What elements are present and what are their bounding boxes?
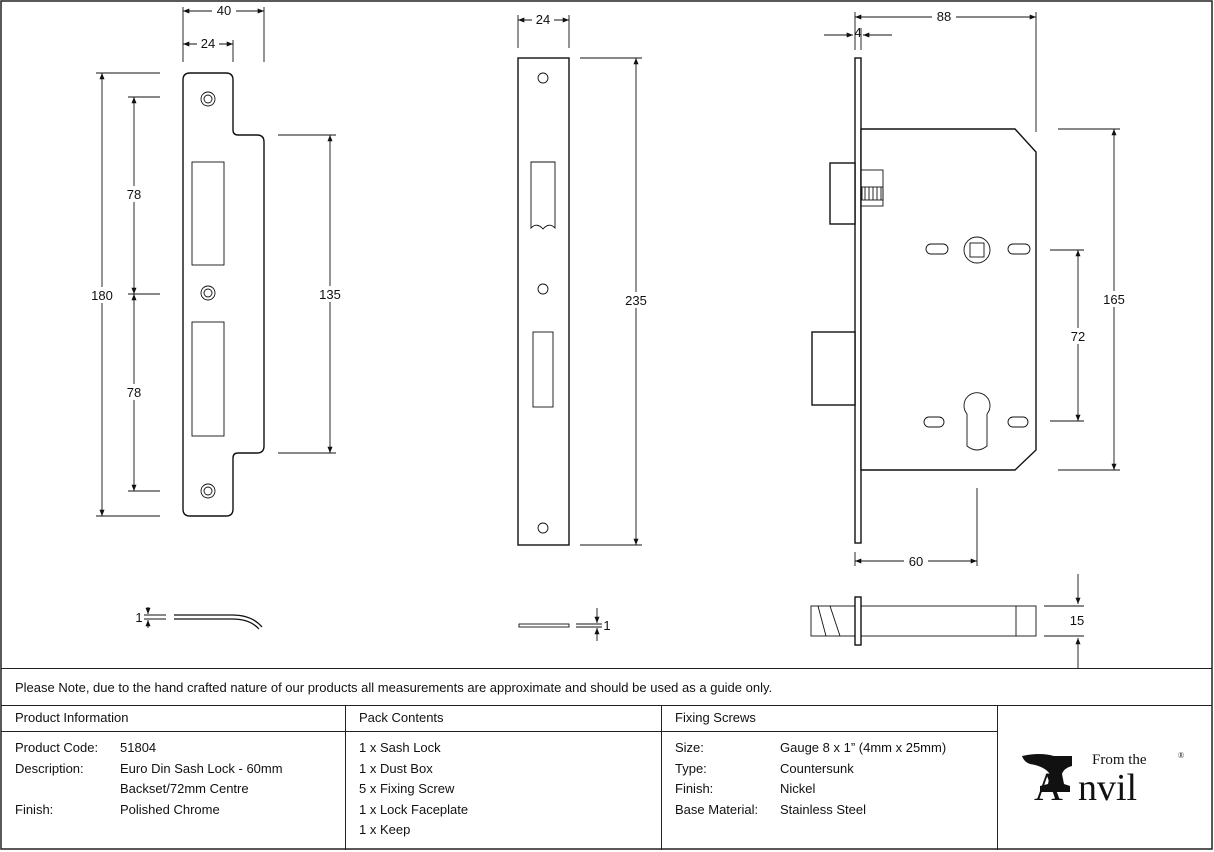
logo-main-text: nvil: [1078, 767, 1137, 804]
lock-dimensions: 88 4 165 72 60 15: [824, 9, 1128, 668]
lock-centre-label: 72: [1071, 329, 1085, 344]
faceplate-drawing: [517, 57, 570, 628]
faceplate-thickness-label: 1: [603, 618, 610, 633]
product-code-value: 51804: [120, 740, 157, 755]
fixing-screws-heading: Fixing Screws: [675, 710, 756, 725]
table-divider-3: [997, 705, 998, 850]
keep-upper-label: 78: [127, 187, 141, 202]
screw-finish-value: Nickel: [780, 781, 816, 796]
description-value-line1: Euro Din Sash Lock - 60mm: [120, 761, 283, 776]
logo-initial: A: [1034, 764, 1063, 804]
pack-item: 1 x Dust Box: [359, 761, 433, 776]
screw-size-value: Gauge 8 x 1” (4mm x 25mm): [780, 740, 947, 755]
pack-item: 5 x Fixing Screw: [359, 781, 455, 796]
keep-thickness-label: 1: [135, 610, 142, 625]
lock-depth-label: 88: [937, 9, 951, 24]
faceplate-dimensions: 24 235 1: [517, 12, 650, 641]
lock-plate-label: 4: [854, 25, 861, 40]
description-value-line2: Backset/72mm Centre: [120, 781, 249, 796]
screw-type-label: Type:: [675, 761, 707, 776]
table-divider-1: [345, 705, 346, 850]
description-label: Description:: [15, 761, 84, 776]
anvil-icon: [1022, 754, 1072, 792]
anvil-logo: A From the nvil ®: [1022, 751, 1184, 804]
faceplate-width-label: 24: [536, 12, 550, 27]
keep-width-total-label: 40: [217, 3, 231, 18]
screw-material-value: Stainless Steel: [780, 802, 866, 817]
pack-item: 1 x Keep: [359, 822, 411, 837]
table-note-rule: [1, 705, 1212, 706]
keep-drawing: [174, 72, 265, 630]
screw-size-label: Size:: [675, 740, 704, 755]
lock-body-drawing: [810, 57, 1037, 646]
keep-strike-label: 135: [319, 287, 341, 302]
keep-width-label: 24: [201, 36, 215, 51]
faceplate-height-label: 235: [625, 293, 647, 308]
table-header-rule: [1, 731, 997, 732]
table-divider-2: [661, 705, 662, 850]
keep-height-label: 180: [91, 288, 113, 303]
keep-lower-label: 78: [127, 385, 141, 400]
finish-value: Polished Chrome: [120, 802, 220, 817]
lock-thickness-label: 15: [1070, 613, 1084, 628]
measurement-note: Please Note, due to the hand crafted nat…: [15, 680, 773, 695]
screw-material-label: Base Material:: [675, 802, 759, 817]
pack-contents-heading: Pack Contents: [359, 710, 444, 725]
table-top-rule: [1, 668, 1212, 669]
pack-item: 1 x Lock Faceplate: [359, 802, 469, 817]
product-info-heading: Product Information: [15, 710, 129, 725]
keep-dimensions: 40 24 180 78 78 135 1: [88, 3, 344, 628]
pack-item: 1 x Sash Lock: [359, 740, 441, 755]
logo-registered-mark: ®: [1178, 751, 1184, 760]
finish-label: Finish:: [15, 802, 54, 817]
logo-top-text: From the: [1092, 752, 1147, 768]
screw-finish-label: Finish:: [675, 781, 714, 796]
screw-type-value: Countersunk: [780, 761, 854, 776]
lock-height-label: 165: [1103, 292, 1125, 307]
lock-backset-label: 60: [909, 554, 923, 569]
product-code-label: Product Code:: [15, 740, 99, 755]
